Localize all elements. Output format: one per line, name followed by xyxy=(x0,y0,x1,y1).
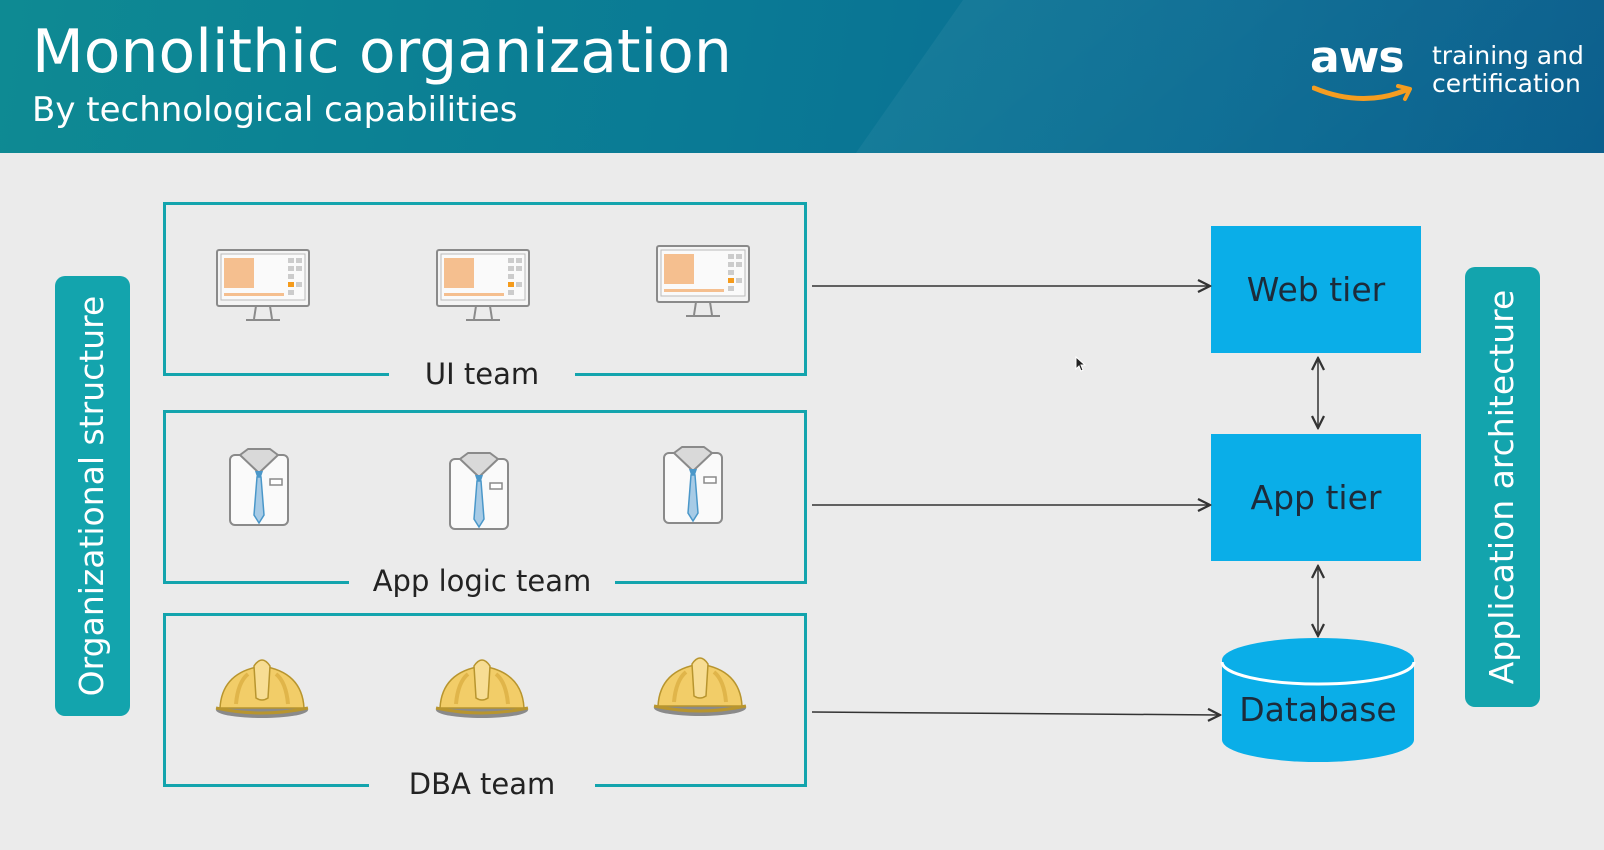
shirt-tie-icon xyxy=(229,448,289,526)
monitor-icon xyxy=(436,249,530,321)
hard-hat-icon xyxy=(435,659,529,718)
dba-team-box: DBA team xyxy=(163,613,807,802)
monitor-icon xyxy=(656,245,750,317)
hard-hat-icon xyxy=(215,659,309,718)
web-tier-box: Web tier xyxy=(1211,226,1421,353)
page-subtitle: By technological capabilities xyxy=(32,90,518,130)
dba-team-label: DBA team xyxy=(369,766,595,802)
organizational-structure-bar: Organizational structure xyxy=(55,276,130,716)
monitor-icon xyxy=(216,249,310,321)
ui-team-box: UI team xyxy=(163,202,807,392)
database-label: Database xyxy=(1239,690,1397,729)
dba-team-to-database-arrow xyxy=(811,712,1220,715)
shirt-tie-icon xyxy=(663,446,723,524)
mouse-cursor-icon xyxy=(1075,356,1087,372)
database-cylinder xyxy=(1220,638,1416,762)
app-tier-box: App tier xyxy=(1211,434,1421,561)
app-logic-team-label: App logic team xyxy=(349,563,615,599)
shirt-tie-icon xyxy=(449,452,509,530)
page-title: Monolithic organization xyxy=(32,17,732,87)
header-banner: Monolithic organization By technological… xyxy=(0,0,1604,153)
hard-hat-icon xyxy=(653,657,747,716)
ui-team-label: UI team xyxy=(389,356,575,392)
application-architecture-bar: Application architecture xyxy=(1465,267,1540,707)
app-logic-team-box: App logic team xyxy=(163,410,807,599)
